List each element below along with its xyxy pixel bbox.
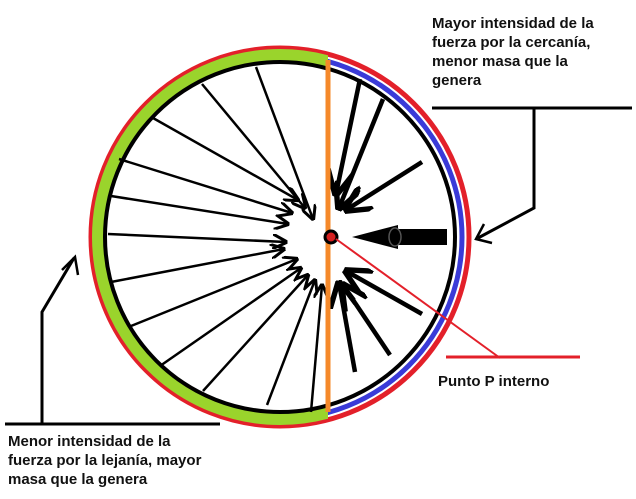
force-arrow <box>346 271 424 316</box>
force-arrow <box>152 116 298 200</box>
force-arrow <box>118 157 292 213</box>
far-side-callout-leader <box>5 254 220 426</box>
force-arrow <box>110 249 284 284</box>
near-side-callout-leader <box>432 106 632 245</box>
force-arrow <box>346 160 424 210</box>
force-arrow <box>110 194 288 224</box>
force-arrow <box>254 66 313 219</box>
force-arrow <box>130 259 297 328</box>
strongest-force-arrow <box>352 225 447 249</box>
far-side-label: Menor intensidad de la fuerza por la lej… <box>8 433 202 488</box>
shell-inner-circle <box>103 60 457 414</box>
force-arrow <box>107 232 286 242</box>
force-arrow <box>343 285 392 357</box>
force-arrow <box>336 78 363 194</box>
far-side-band <box>92 49 328 425</box>
near-side-band <box>328 58 465 416</box>
force-arrow <box>265 280 315 406</box>
force-arrow <box>159 268 301 368</box>
force-arrow <box>202 275 308 392</box>
outer-ring <box>88 45 472 429</box>
near-side-label: Mayor intensidad de la fuerza por la cer… <box>432 15 594 89</box>
force-arrow <box>309 285 322 413</box>
point-p-label: Punto P interno <box>438 373 550 390</box>
near-side-force-arrows <box>336 78 424 373</box>
point-p-leader <box>335 238 501 359</box>
point-p-marker <box>323 229 339 245</box>
far-side-force-arrows <box>107 66 322 413</box>
